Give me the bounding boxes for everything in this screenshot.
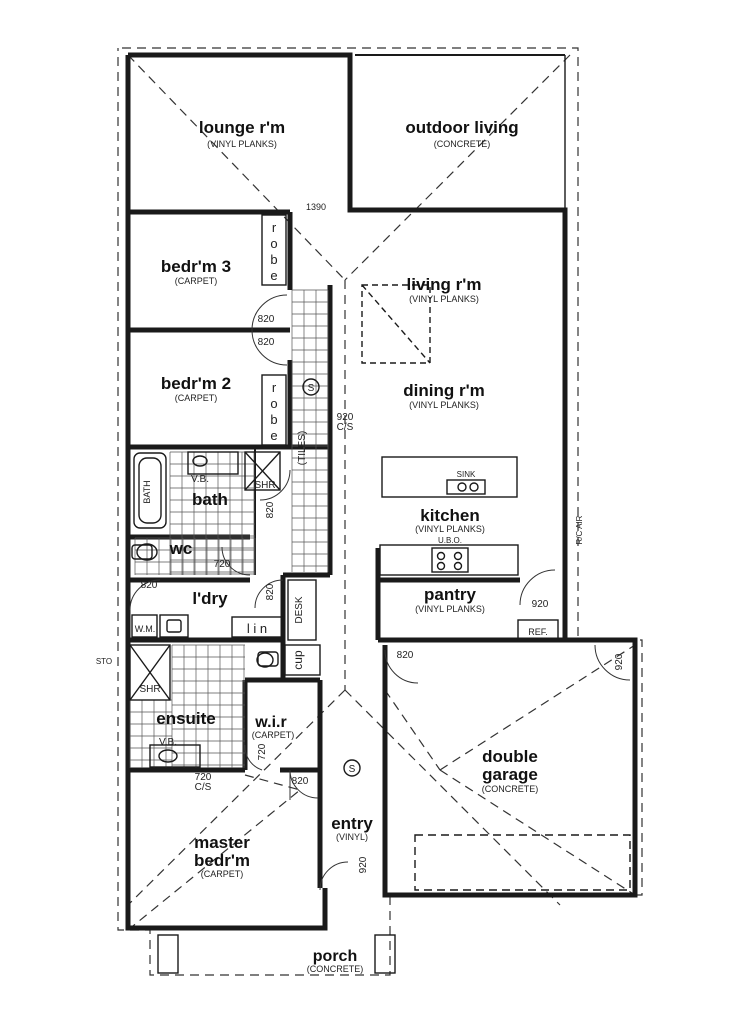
room-name-pantry: pantry xyxy=(424,585,477,604)
door-size-pantry: 920 xyxy=(532,599,549,610)
robe-letter: o xyxy=(270,236,277,251)
aircon-label: R/C AIR xyxy=(575,515,584,544)
door-size-bed2: 820 xyxy=(258,337,275,348)
oven-label: U.B.O. xyxy=(438,536,462,545)
door-size-ldry-right: 820 xyxy=(265,583,276,600)
room-finish-kitchen: (VINYL PLANKS) xyxy=(415,524,485,534)
porch-posts xyxy=(157,934,396,974)
tiles-label: (TILES) xyxy=(297,431,308,465)
door-size-garage-side: 920 xyxy=(614,653,625,670)
room-finish-bed2: (CARPET) xyxy=(175,393,218,403)
door-swings xyxy=(129,294,631,891)
room-name-ensuite: ensuite xyxy=(156,709,216,728)
kitchen-fixtures: SINK U.B.O. REF. R/C AIR xyxy=(379,456,584,641)
robe-letter: b xyxy=(270,412,277,427)
door-size-garage: 820 xyxy=(397,650,414,661)
door-size-bed3: 820 xyxy=(258,314,275,325)
room-name-master-2: bedr'm xyxy=(194,851,250,870)
room-name-wir: w.i.r xyxy=(254,714,286,731)
door-size-entry: 920 xyxy=(358,856,369,873)
hall-opening-cs: C/S xyxy=(337,422,354,433)
tile-grid xyxy=(129,289,329,768)
room-finish-living: (VINYL PLANKS) xyxy=(409,294,479,304)
interior-walls xyxy=(128,209,565,888)
room-finish-pantry: (VINYL PLANKS) xyxy=(415,604,485,614)
room-finish-wir: (CARPET) xyxy=(252,730,295,740)
bath-tub-label: BATH xyxy=(142,480,152,503)
room-finish-porch: (CONCRETE) xyxy=(307,964,364,974)
cupboard-label: cup xyxy=(291,650,305,670)
room-finish-garage: (CONCRETE) xyxy=(482,784,539,794)
hall-fixtures: DESK cup S S (TILES) xyxy=(284,284,431,777)
shower-label: SHR xyxy=(254,480,275,491)
storage-label: STO xyxy=(96,657,112,666)
robe-letter: r xyxy=(272,220,277,235)
vanity-basin-label: V.B. xyxy=(191,474,209,485)
sink-label: SINK xyxy=(457,470,476,479)
washing-machine-label: W.M. xyxy=(135,624,156,634)
smoke-detector: S xyxy=(349,764,356,775)
desk-label: DESK xyxy=(294,596,305,624)
room-name-dining: dining r'm xyxy=(403,381,484,400)
room-name-garage-2: garage xyxy=(482,765,538,784)
room-finish-outdoor: (CONCRETE) xyxy=(434,139,491,149)
room-name-outdoor: outdoor living xyxy=(405,118,518,137)
robe-bed2: r o b e xyxy=(261,374,287,446)
room-finish-master: (CARPET) xyxy=(201,869,244,879)
room-finish-lounge: (VINYL PLANKS) xyxy=(207,139,277,149)
linen-label: l i n xyxy=(247,621,267,636)
door-size-master: 820 xyxy=(292,776,309,787)
room-finish-dining: (VINYL PLANKS) xyxy=(409,400,479,410)
room-name-ldry: l'dry xyxy=(192,589,228,608)
room-name-bath: bath xyxy=(192,490,228,509)
ensuite-shower-label: SHR xyxy=(139,684,160,695)
room-name-master-1: master xyxy=(194,833,250,852)
room-name-porch: porch xyxy=(313,948,357,965)
door-size-bath: 820 xyxy=(265,501,276,518)
fridge-label: REF. xyxy=(528,627,548,637)
smoke-detector: S xyxy=(308,383,315,394)
door-size-wir: 720 xyxy=(257,743,268,760)
dimension-1390: 1390 xyxy=(306,202,326,212)
room-name-lounge: lounge r'm xyxy=(199,118,285,137)
room-finish-entry: (VINYL) xyxy=(336,832,368,842)
room-name-living: living r'm xyxy=(407,275,482,294)
robe-letter: b xyxy=(270,252,277,267)
room-name-entry: entry xyxy=(331,814,373,833)
room-name-bed3: bedr'm 3 xyxy=(161,257,231,276)
room-name-kitchen: kitchen xyxy=(420,506,480,525)
robe-letter: o xyxy=(270,396,277,411)
room-finish-bed3: (CARPET) xyxy=(175,276,218,286)
garage-door xyxy=(414,834,631,891)
dimension-labels: 1390 820 820 920 C/S 820 720 820 820 720… xyxy=(141,202,625,873)
door-size-wc: 720 xyxy=(214,559,231,570)
door-size-ensuite: 720 xyxy=(195,772,212,783)
ensuite-vanity-label: V.B. xyxy=(159,737,177,748)
room-labels: lounge r'm (VINYL PLANKS) outdoor living… xyxy=(156,118,538,974)
room-name-garage-1: double xyxy=(482,747,538,766)
robe-bed3: r o b e xyxy=(261,214,287,286)
door-size-ldry-left: 820 xyxy=(141,580,158,591)
robe-letter: e xyxy=(270,428,277,443)
hall-opening-size: 920 xyxy=(337,412,354,423)
room-name-wc: wc xyxy=(169,539,193,558)
roof-hip-lines xyxy=(127,54,636,931)
ensuite-fixtures: SHR V.B. STO xyxy=(96,644,279,768)
room-name-bed2: bedr'm 2 xyxy=(161,374,231,393)
bath-fixtures: BATH V.B. SHR W.M. l i n xyxy=(131,451,283,638)
door-ensuite-cs: C/S xyxy=(195,782,212,793)
robe-letter: e xyxy=(270,268,277,283)
robe-letter: r xyxy=(272,380,277,395)
